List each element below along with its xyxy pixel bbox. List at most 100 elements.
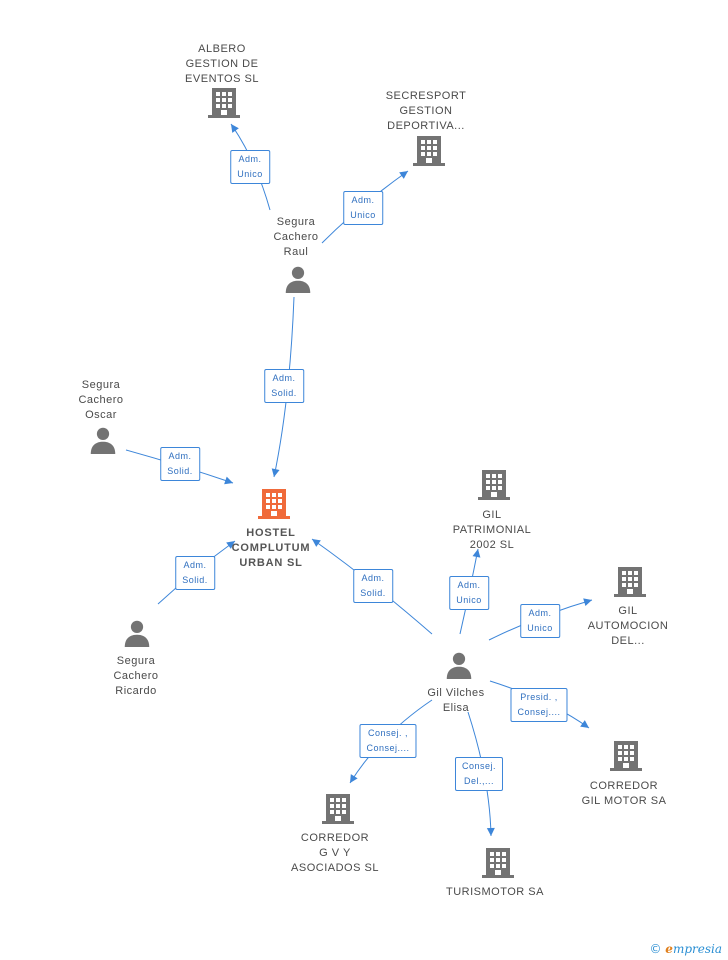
- arrowhead: [226, 541, 235, 549]
- arrowhead: [350, 774, 358, 783]
- relation-label-line: Adm.: [272, 373, 296, 383]
- building-icon[interactable]: [478, 468, 510, 500]
- arrowhead: [583, 598, 592, 607]
- node-label-line: PATRIMONIAL: [452, 524, 532, 536]
- person-icon[interactable]: [123, 619, 151, 647]
- relation-label-line: Unico: [237, 169, 263, 179]
- relation-label-line: Solid.: [360, 588, 386, 598]
- relation-label-elisa-turismotor[interactable]: Consej. Del.,...: [454, 757, 504, 791]
- relation-label-raul-hostel[interactable]: Adm. Solid.: [264, 369, 304, 403]
- relation-label-line: Unico: [350, 210, 376, 220]
- node-label-hostel[interactable]: HOSTEL COMPLUTUM URBAN SL: [232, 526, 311, 571]
- node-label-line: GESTION: [399, 105, 453, 117]
- relation-label-oscar-hostel[interactable]: Adm. Solid.: [160, 447, 200, 481]
- relation-label-line: Solid.: [182, 575, 208, 585]
- brand-name: mpresia: [672, 942, 722, 956]
- building-icon[interactable]: [614, 565, 646, 597]
- relation-label-raul-secresport[interactable]: Adm. Unico: [343, 191, 383, 225]
- node-label-line: G V Y: [319, 847, 351, 859]
- node-label-albero[interactable]: ALBERO GESTION DE EVENTOS SL: [185, 42, 259, 87]
- relation-label-line: Consej.: [461, 761, 497, 771]
- relation-label-line: Adm.: [168, 451, 192, 461]
- relation-label-line: Unico: [527, 623, 553, 633]
- node-label-line: Elisa: [442, 702, 470, 714]
- node-label-line: EVENTOS SL: [185, 73, 259, 85]
- building-icon[interactable]: [482, 846, 514, 878]
- relation-label-line: Consej....: [517, 707, 561, 717]
- relation-label-elisa-gilpatrimonial[interactable]: Adm. Unico: [449, 576, 489, 610]
- relation-label-line: Adm.: [238, 154, 262, 164]
- node-label-line: Gil Vilches: [427, 687, 485, 699]
- empresia-watermark: © empresia: [649, 942, 722, 956]
- relation-label-line: Consej....: [366, 743, 410, 753]
- relation-label-line: Adm.: [183, 560, 207, 570]
- arrowhead: [399, 171, 408, 179]
- person-icon[interactable]: [284, 265, 312, 293]
- relation-label-line: Solid.: [271, 388, 297, 398]
- relation-label-line: Adm.: [457, 580, 481, 590]
- relation-label-line: Adm.: [528, 608, 552, 618]
- node-label-line: COMPLUTUM: [231, 542, 311, 554]
- node-label-line: HOSTEL: [246, 527, 296, 539]
- node-label-line: ALBERO: [198, 43, 246, 55]
- node-label-line: Ricardo: [115, 685, 157, 697]
- relation-label-line: Adm.: [361, 573, 385, 583]
- node-label-line: DEL...: [611, 635, 645, 647]
- node-label-line: SECRESPORT: [385, 90, 467, 102]
- relation-label-line: Del.,...: [463, 776, 495, 786]
- relation-label-line: Presid. ,: [520, 692, 558, 702]
- node-label-line: Segura: [276, 216, 316, 228]
- node-label-line: Oscar: [85, 409, 117, 421]
- node-label-line: GIL: [482, 509, 502, 521]
- node-label-corredorgvy[interactable]: CORREDOR G V Y ASOCIADOS SL: [291, 831, 379, 876]
- node-label-line: GESTION DE: [185, 58, 259, 70]
- building-icon[interactable]: [322, 792, 354, 824]
- node-label-line: TURISMOTOR SA: [446, 886, 544, 898]
- node-label-line: Segura: [116, 655, 156, 667]
- relation-label-line: Adm.: [351, 195, 375, 205]
- relation-label-line: Solid.: [167, 466, 193, 476]
- person-icon[interactable]: [89, 426, 117, 454]
- brand-initial: e: [665, 942, 673, 956]
- copyright-symbol: ©: [649, 942, 662, 956]
- building-icon[interactable]: [413, 134, 445, 166]
- node-label-line: 2002 SL: [469, 539, 515, 551]
- building-icon[interactable]: [610, 739, 642, 771]
- node-label-line: Segura: [81, 379, 121, 391]
- relation-label-elisa-corredorgvy[interactable]: Consej. , Consej....: [359, 724, 417, 758]
- node-label-secresport[interactable]: SECRESPORT GESTION DEPORTIVA...: [386, 89, 467, 134]
- node-label-line: GIL MOTOR SA: [581, 795, 667, 807]
- relation-label-raul-albero[interactable]: Adm. Unico: [230, 150, 270, 184]
- node-label-line: ASOCIADOS SL: [291, 862, 379, 874]
- arrowhead: [580, 720, 589, 728]
- arrowhead: [224, 476, 233, 485]
- node-label-turismotor[interactable]: TURISMOTOR SA: [446, 885, 544, 900]
- node-label-line: Cachero: [273, 231, 319, 243]
- node-label-line: Cachero: [78, 394, 124, 406]
- building-icon[interactable]: [258, 487, 290, 519]
- arrowhead: [472, 549, 481, 558]
- node-label-line: GIL: [618, 605, 638, 617]
- arrowhead: [312, 539, 321, 547]
- building-icon[interactable]: [208, 86, 240, 118]
- relation-label-elisa-corredorgil[interactable]: Presid. , Consej....: [510, 688, 568, 722]
- node-label-line: DEPORTIVA...: [387, 120, 465, 132]
- relation-label-ricardo-hostel[interactable]: Adm. Solid.: [175, 556, 215, 590]
- relation-label-elisa-gilautomocion[interactable]: Adm. Unico: [520, 604, 560, 638]
- node-label-line: URBAN SL: [239, 557, 303, 569]
- arrowhead: [271, 468, 280, 477]
- relation-label-elisa-hostel[interactable]: Adm. Solid.: [353, 569, 393, 603]
- relation-label-line: Unico: [456, 595, 482, 605]
- node-label-gilpatrimonial[interactable]: GIL PATRIMONIAL 2002 SL: [453, 508, 531, 553]
- node-label-line: CORREDOR: [300, 832, 370, 844]
- relation-label-line: Consej. ,: [367, 728, 409, 738]
- arrowhead: [486, 827, 495, 836]
- person-icon[interactable]: [445, 651, 473, 679]
